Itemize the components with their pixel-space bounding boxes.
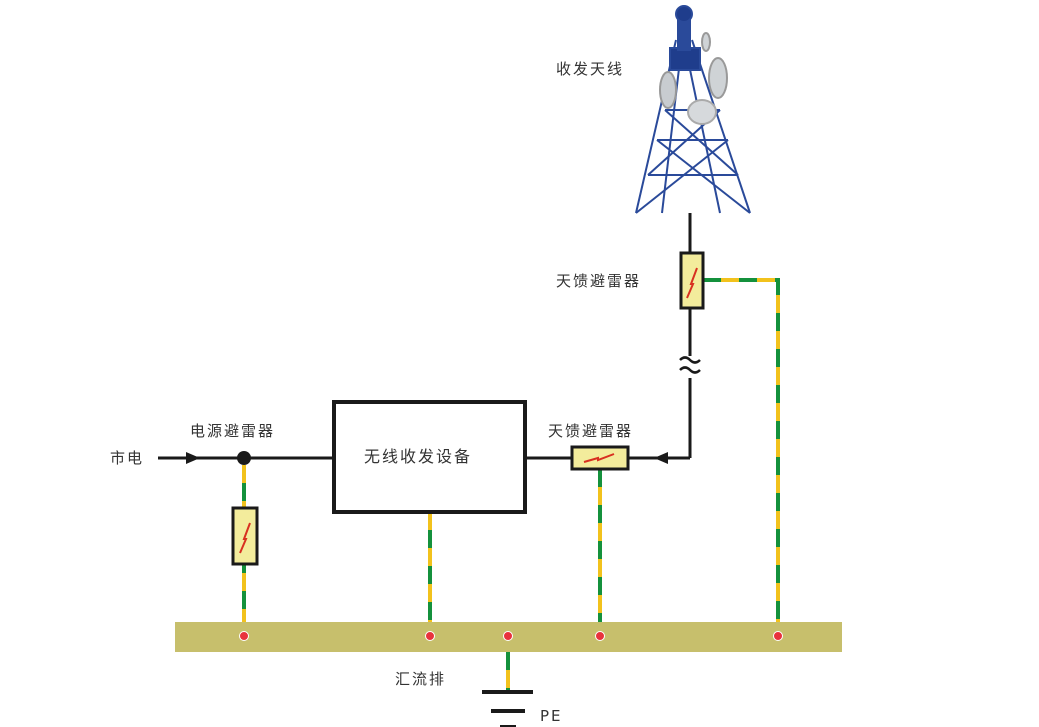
power-arrester bbox=[231, 506, 259, 566]
terminal-dot bbox=[773, 631, 783, 641]
antenna-tower-icon bbox=[635, 5, 751, 214]
feeder-arrester-bottom bbox=[570, 445, 630, 471]
feeder-arrester-top-label: 天馈避雷器 bbox=[556, 272, 642, 290]
antenna-label: 收发天线 bbox=[556, 60, 625, 78]
earth-ground-icon bbox=[482, 690, 533, 727]
cable-break-icon bbox=[679, 356, 701, 374]
pe-label: PE bbox=[540, 707, 563, 725]
arrow-feeder-icon bbox=[654, 452, 668, 464]
feeder-arrester-bottom-label: 天馈避雷器 bbox=[548, 422, 634, 440]
feeder-arrester-top bbox=[679, 251, 705, 310]
wireless-device-box bbox=[332, 400, 527, 514]
terminal-dot bbox=[503, 631, 513, 641]
terminal-dot bbox=[239, 631, 249, 641]
terminal-dot bbox=[425, 631, 435, 641]
arrow-mains-icon bbox=[186, 452, 200, 464]
mains-label: 市电 bbox=[110, 449, 145, 467]
device-label: 无线收发设备 bbox=[364, 447, 473, 466]
terminal-dot bbox=[595, 631, 605, 641]
power-arrester-label: 电源避雷器 bbox=[190, 422, 276, 440]
busbar-label: 汇流排 bbox=[395, 670, 447, 688]
busbar-terminals bbox=[239, 631, 783, 641]
junction-dot bbox=[237, 451, 251, 465]
